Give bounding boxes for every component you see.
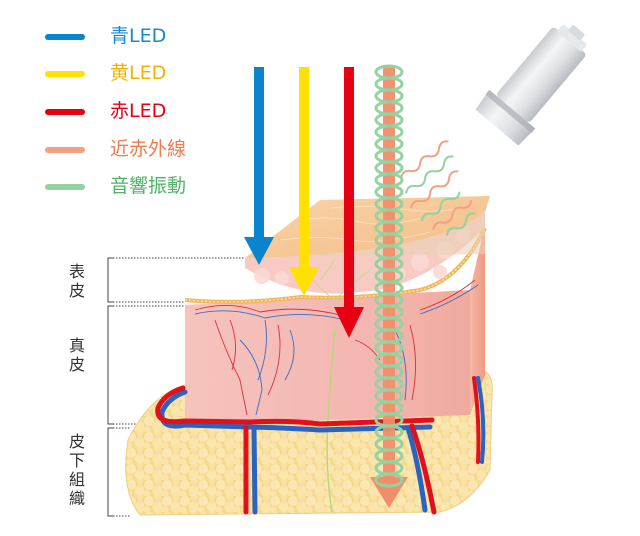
artery-vertical-right	[409, 423, 437, 515]
artery-horizontal	[155, 385, 435, 427]
vein-vertical-left	[251, 425, 258, 515]
skin-surface-edge	[245, 212, 485, 258]
dermis-side	[470, 225, 485, 415]
red-led-arrow	[334, 67, 364, 338]
acoustic-vibration-label: 音響振動	[110, 175, 187, 197]
yellow-led-swatch	[45, 71, 85, 77]
acoustic-vibration-swatch	[45, 184, 85, 190]
helix-coil	[374, 472, 404, 488]
layer-brackets	[107, 257, 245, 517]
device-body	[497, 27, 586, 122]
nerve	[326, 329, 336, 513]
vein-side	[476, 376, 486, 464]
device-emission-waves	[400, 140, 476, 236]
near-infrared-swatch	[45, 147, 85, 153]
epidermis-bracket	[107, 257, 113, 303]
dermis-bracket	[107, 305, 113, 425]
subcutaneous-label: 皮下組織	[68, 432, 85, 508]
device-cap	[557, 25, 587, 51]
acoustic-vibration-helix	[374, 64, 404, 488]
dermis-label: 真皮	[68, 336, 85, 374]
artery-side	[472, 376, 481, 464]
led-device	[475, 25, 587, 146]
blue-led-swatch	[45, 34, 85, 40]
vein-horizontal	[159, 389, 433, 433]
vein-vertical-right	[405, 425, 428, 513]
capillaries	[194, 279, 479, 416]
subcutaneous-bracket	[107, 427, 113, 517]
device-tip	[568, 25, 585, 40]
red-led-label: 赤LED	[110, 100, 167, 122]
blue-led-label: 青LED	[110, 25, 167, 47]
epidermis-label: 表皮	[68, 262, 85, 300]
blue-led-arrow	[244, 67, 274, 265]
blood-vessels	[155, 376, 486, 515]
yellow-led-arrow	[289, 67, 319, 296]
dermis-layer	[185, 290, 470, 425]
near-infrared-label: 近赤外線	[110, 138, 187, 160]
device-head	[475, 89, 536, 146]
yellow-led-label: 黄LED	[110, 62, 167, 84]
red-led-swatch	[45, 109, 85, 115]
